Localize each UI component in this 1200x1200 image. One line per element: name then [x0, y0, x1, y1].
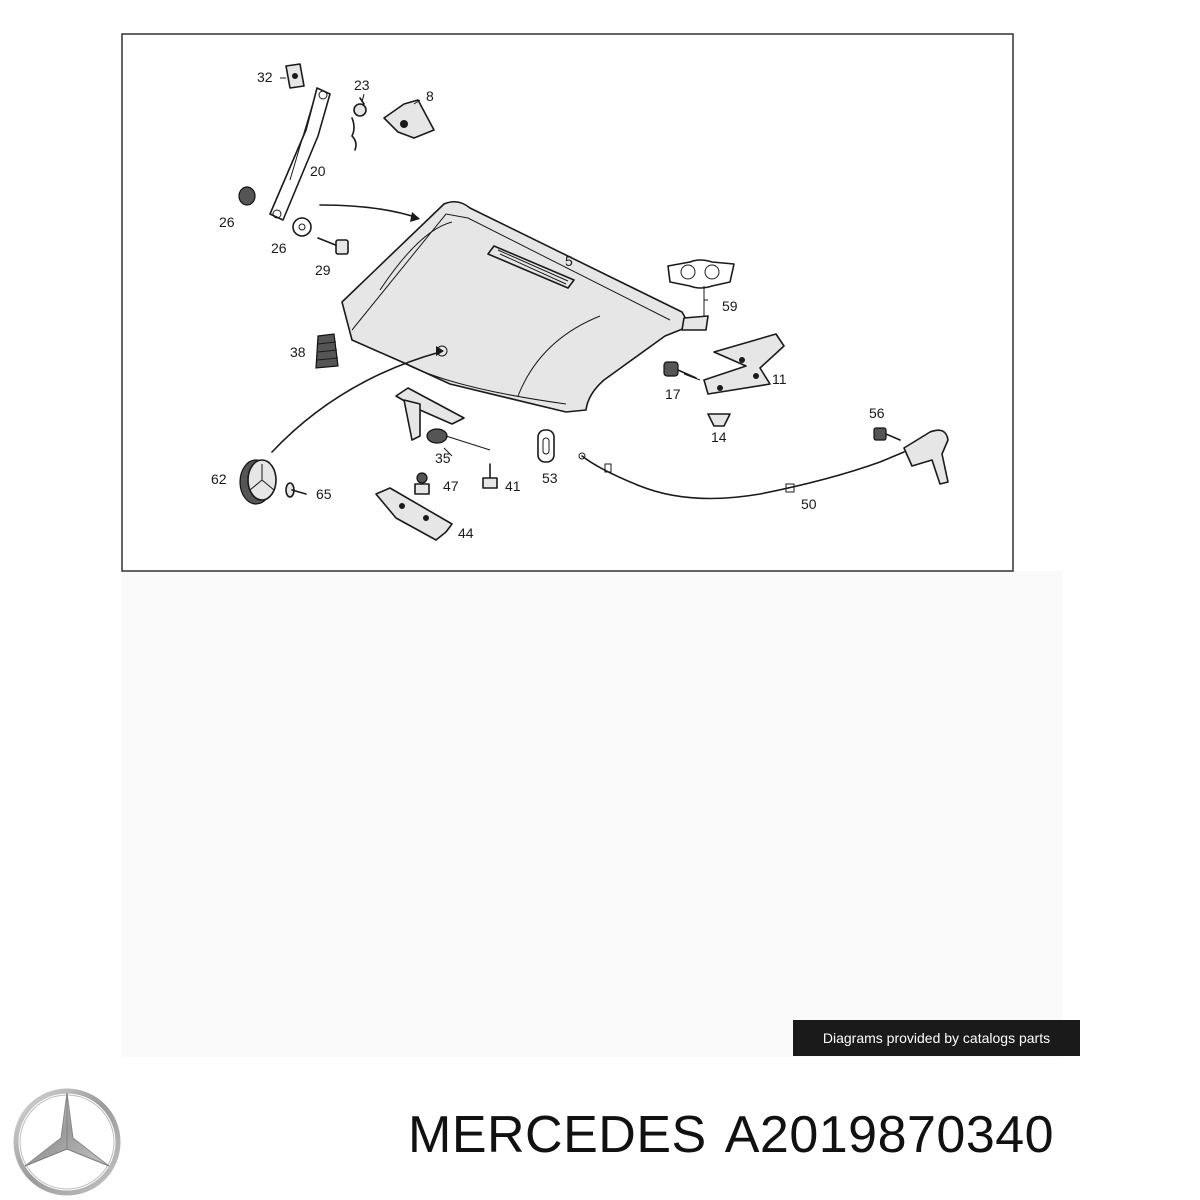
callout-56: 56	[869, 405, 885, 421]
callout-leaders	[280, 77, 708, 457]
diagram-credit-banner: Diagrams provided by catalogs parts	[793, 1020, 1080, 1056]
part-47-bolt	[414, 472, 430, 495]
callout-32: 32	[257, 69, 273, 85]
part-53-grommet	[537, 429, 555, 463]
callout-11: 11	[772, 371, 787, 387]
part-5-hood-panel	[341, 200, 691, 413]
callout-47: 47	[443, 478, 459, 494]
callout-41: 41	[505, 478, 521, 494]
part-14-clip-nut	[707, 413, 731, 427]
part-29-bolt	[317, 237, 349, 255]
part-26-washer-lower	[292, 217, 312, 237]
part-8-bracket	[383, 99, 435, 139]
callout-50: 50	[801, 496, 817, 512]
callout-53: 53	[542, 470, 558, 486]
part-32-clip	[285, 63, 305, 89]
part-35-hood-lock	[395, 387, 491, 451]
callout-26-lower: 26	[271, 240, 287, 256]
callout-23: 23	[354, 77, 370, 93]
callout-59: 59	[722, 298, 738, 314]
part-20-hood-strut	[269, 87, 331, 221]
callout-20: 20	[310, 163, 326, 179]
callout-26-upper: 26	[219, 214, 235, 230]
callout-65: 65	[316, 486, 332, 502]
part-38-rubber-buffer	[315, 333, 339, 369]
part-59-clip	[667, 259, 735, 331]
callout-44: 44	[458, 525, 474, 541]
callout-38: 38	[290, 344, 306, 360]
part-41-bolt	[482, 463, 498, 489]
callout-35: 35	[435, 450, 451, 466]
callout-5: 5	[565, 253, 573, 269]
hood-release-lever	[903, 429, 949, 485]
callout-17: 17	[665, 386, 681, 402]
part-11-hood-hinge	[703, 333, 785, 395]
part-17-bolt	[663, 361, 697, 379]
diagram-canvas-background	[122, 571, 1062, 1057]
assembly-arrow-strut	[319, 204, 419, 219]
callout-8: 8	[426, 88, 434, 104]
part-50-release-cable	[581, 451, 905, 500]
part-56-screw	[873, 427, 901, 441]
assembly-arrow-emblem	[271, 351, 441, 453]
part-44-latch-bracket	[375, 487, 453, 541]
part-62-hood-emblem	[239, 459, 277, 505]
callout-29: 29	[315, 262, 331, 278]
part-65-rivet	[285, 482, 307, 498]
callout-14: 14	[711, 429, 727, 445]
part-number: A2019870340	[724, 1106, 1055, 1164]
brand-part-title: MERCEDES A2019870340	[408, 1105, 1054, 1165]
callout-62: 62	[211, 471, 227, 487]
three-pointed-star-icon	[13, 1088, 121, 1196]
brand-name: MERCEDES	[408, 1106, 707, 1164]
part-26-bushing-upper	[238, 186, 256, 206]
